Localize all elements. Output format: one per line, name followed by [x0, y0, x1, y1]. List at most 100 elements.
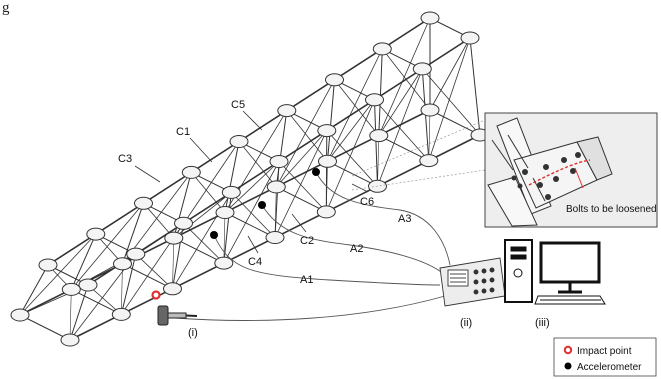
diagonal-member [19, 233, 97, 316]
truss-joint [86, 227, 106, 241]
computer [504, 239, 606, 305]
daq-unit [439, 257, 506, 307]
truss-joint [369, 129, 389, 143]
vertical-member [378, 48, 383, 136]
truss-joint [372, 42, 392, 56]
truss-joint [61, 282, 81, 296]
cross-member [378, 135, 430, 162]
accelerometer-a1 [210, 231, 218, 239]
diagonal-member [334, 79, 380, 136]
cross-member [19, 314, 71, 341]
legend-impact-icon [563, 345, 573, 355]
label-computer: (iii) [535, 317, 550, 329]
vertical-member [172, 223, 184, 289]
label-hammer: (i) [188, 327, 198, 339]
truss-joint [420, 11, 440, 25]
brace-member [173, 192, 232, 239]
vertical-member [19, 264, 49, 316]
diagonal-member [381, 48, 431, 111]
diagonal-member [190, 172, 226, 213]
truss-joint [126, 247, 146, 261]
diagonal-member [325, 99, 375, 213]
truss-joint [163, 282, 182, 296]
truss-joint [420, 103, 440, 117]
detail-inset: Bolts to be loosened [484, 112, 658, 228]
legend-impact-label: Impact point [577, 346, 632, 357]
label-c4: C4 [248, 256, 262, 268]
cable-a1 [213, 234, 441, 286]
truss-joint [316, 205, 336, 219]
truss-joint [460, 31, 480, 45]
legend-accelerometer-label: Accelerometer [577, 362, 642, 373]
vertical-member [469, 37, 481, 136]
truss-joint [214, 256, 234, 270]
cable-a3 [315, 171, 451, 266]
diagonal-member [143, 203, 175, 239]
diagonal-member [421, 68, 481, 136]
truss-joint [229, 135, 249, 148]
vertical-member [70, 233, 97, 290]
accelerometer-a3 [312, 168, 320, 176]
label-a1: A1 [300, 274, 313, 286]
truss-joint [38, 258, 58, 272]
floor-brace [172, 238, 175, 289]
floor-brace [377, 135, 380, 187]
truss-joint [10, 308, 30, 322]
cross-member [173, 237, 225, 264]
vertical-member [120, 253, 137, 315]
truss-joint [174, 216, 193, 230]
cross-member [71, 288, 122, 315]
diagonal-member [183, 223, 225, 264]
inset-leaders [351, 119, 486, 191]
brace-member [378, 68, 423, 136]
connection-leaders [134, 110, 369, 254]
diagonal-member [374, 99, 430, 161]
truss-joint [78, 278, 98, 292]
brace-member [276, 130, 328, 188]
brace-member [429, 37, 471, 111]
truss-joint [266, 180, 286, 194]
impact-hammer [157, 305, 198, 326]
truss-joint [412, 62, 432, 76]
brace-member [224, 161, 280, 213]
diagonal-member [286, 110, 328, 162]
truss-joint [277, 104, 297, 118]
truss-joint [164, 231, 184, 245]
truss-joint [365, 93, 384, 107]
diagonal-member [278, 161, 327, 213]
cable-a2 [261, 204, 446, 276]
truss-joint [318, 154, 337, 168]
label-c5: C5 [231, 99, 245, 111]
diagonal-member [326, 130, 378, 187]
diagonal-member [135, 253, 173, 290]
truss-joint [111, 307, 131, 321]
highlight-curve [528, 159, 591, 186]
vertical-member [374, 99, 378, 187]
cable-hammer [174, 295, 446, 321]
vertical-member [224, 141, 240, 213]
truss-joint [317, 124, 337, 138]
legend-accelerometer-icon [564, 362, 572, 370]
inset-annotation: Bolts to be loosened [566, 204, 657, 215]
header-fragment: g [2, 0, 10, 16]
cross-member [429, 109, 481, 136]
impact-point-marker [151, 290, 161, 300]
diagonal-member [70, 203, 144, 290]
cross-member [224, 212, 276, 238]
diagonal-member [275, 79, 335, 188]
vertical-member [327, 79, 335, 162]
floor-brace [69, 289, 72, 341]
truss-joint [113, 257, 132, 271]
cross-member [327, 160, 378, 187]
label-c6: C6 [360, 196, 374, 208]
diagonal-member [378, 17, 431, 136]
diagonal-member [238, 141, 277, 188]
brace-member [327, 99, 375, 162]
vertical-member [69, 284, 89, 341]
truss-joint [221, 185, 241, 199]
truss-joint [265, 231, 285, 244]
truss-joint [215, 206, 235, 219]
vertical-member [122, 203, 144, 264]
floor-brace [274, 186, 277, 238]
